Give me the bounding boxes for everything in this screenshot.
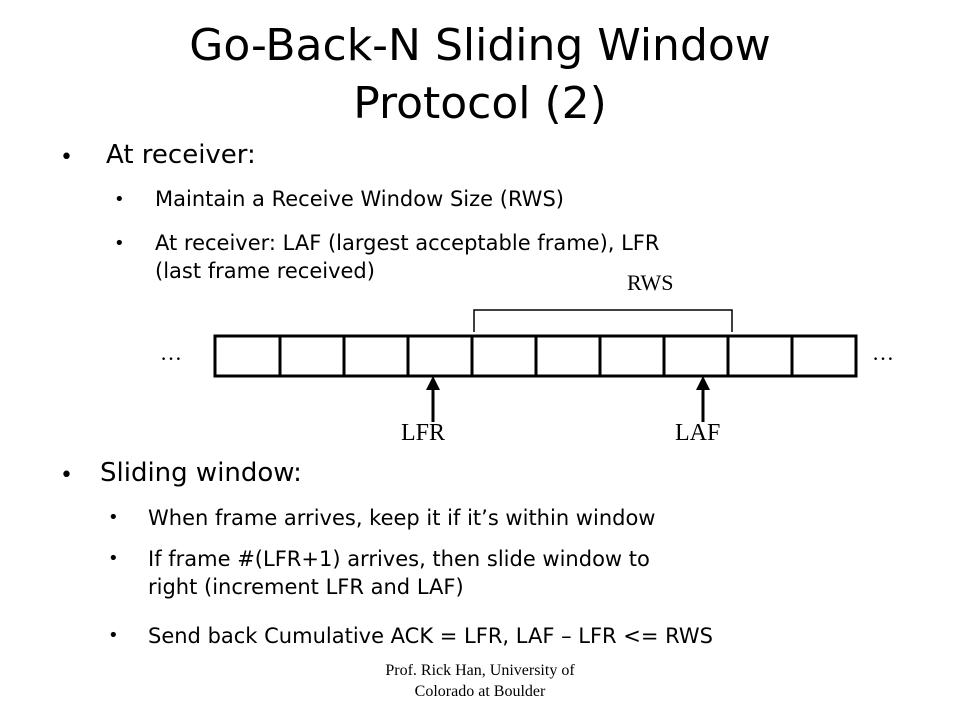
bullet-rws: Maintain a Receive Window Size (RWS) [155, 187, 564, 211]
bullet-laf-lfr: At receiver: LAF (largest acceptable fra… [155, 231, 660, 255]
sliding-window-heading: Sliding window: [100, 458, 302, 488]
laf-arrow-head [696, 376, 710, 390]
right-ellipsis: … [872, 340, 894, 365]
footer-line1: Prof. Rick Han, University of [385, 662, 575, 679]
bullet-slide-window-cont: right (increment LFR and LAF) [148, 575, 464, 599]
bullet-dot: • [108, 625, 119, 646]
bullet-laf-lfr-cont: (last frame received) [155, 259, 375, 283]
slide-title-line1: Go-Back-N Sliding Window [189, 20, 771, 71]
bullet-dot: • [108, 507, 119, 528]
bullet-dot: • [108, 548, 119, 569]
rws-label: RWS [627, 270, 674, 295]
bullet-dot: • [60, 463, 73, 488]
slide-footer: Prof. Rick Han, University of Colorado a… [300, 660, 660, 702]
frame-cells [278, 336, 794, 376]
bullet-keep-frame: When frame arrives, keep it if it’s with… [148, 506, 656, 530]
left-ellipsis: … [160, 340, 182, 365]
laf-label: LAF [675, 420, 721, 446]
lfr-arrow-head [426, 376, 440, 390]
slide-title-line2: Protocol (2) [353, 78, 607, 129]
rws-bracket [473, 309, 733, 332]
bullet-dot: • [60, 145, 73, 170]
bullet-cumulative-ack: Send back Cumulative ACK = LFR, LAF – LF… [148, 624, 714, 648]
receiver-heading: At receiver: [106, 140, 256, 170]
bullet-dot: • [114, 189, 125, 210]
footer-line2: Colorado at Boulder [414, 683, 546, 700]
lfr-label: LFR [401, 420, 446, 446]
bullet-dot: • [114, 233, 125, 254]
bullet-slide-window: If frame #(LFR+1) arrives, then slide wi… [148, 547, 650, 571]
